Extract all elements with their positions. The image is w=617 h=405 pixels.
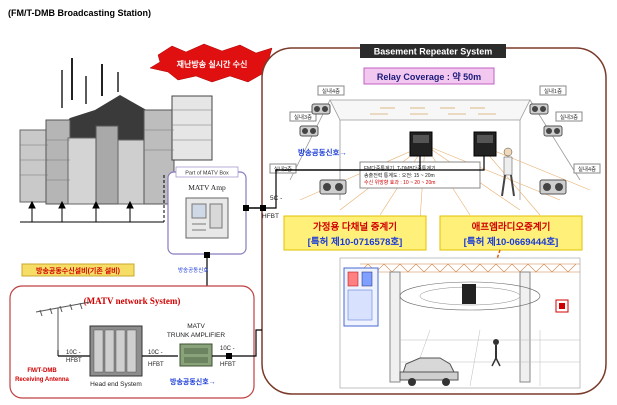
svg-text:방송공동신호: 방송공동신호 bbox=[178, 266, 208, 274]
signal-output-label: 방송공동신호→ bbox=[170, 377, 216, 386]
matv-box-title: Part of MATV Box bbox=[185, 171, 229, 177]
existing-facility-label: 방송공동수신설비(기존 설비) bbox=[36, 266, 120, 275]
link-network-basement bbox=[246, 329, 262, 357]
svg-text:실내4층: 실내4층 bbox=[578, 165, 596, 173]
svg-text:가정용 다채널 중계기: 가정용 다채널 중계기 bbox=[313, 221, 397, 233]
zone-labels: 실내4층 실내3층 실내2층 실내1층 실내3층 실내4층 bbox=[269, 85, 601, 174]
link-5c-hfbt: 5C - HFBT bbox=[243, 156, 485, 220]
svg-text:실내4층: 실내4층 bbox=[322, 87, 340, 95]
basement-title: Basement Repeater System bbox=[374, 47, 493, 57]
cable-b-label-1: 10C - bbox=[148, 350, 163, 356]
antenna-label-1: FM/T-DMB bbox=[27, 368, 57, 374]
svg-text:애프엠라디오중계기: 애프엠라디오중계기 bbox=[472, 221, 551, 233]
repeater-units bbox=[409, 131, 497, 157]
svg-text:[특허 제10-0716578호]: [특허 제10-0716578호] bbox=[308, 236, 403, 248]
headend-rack bbox=[89, 325, 143, 377]
svg-text:재난방송 실시간 수신: 재난방송 실시간 수신 bbox=[177, 59, 248, 69]
svg-text:HFBT: HFBT bbox=[262, 213, 279, 220]
radio-icons bbox=[299, 103, 567, 195]
matv-amp-label: MATV Amp bbox=[188, 183, 226, 192]
trunk-amp-title-1: MATV bbox=[187, 323, 205, 330]
city-skyline bbox=[19, 58, 213, 223]
walking-person-icon bbox=[491, 339, 501, 367]
matv-amp-device bbox=[185, 197, 229, 239]
svg-text:FM다중통계기, T-DMB다중통계기: FM다중통계기, T-DMB다중통계기 bbox=[364, 165, 436, 172]
product-right: 애프엠라디오중계기 [특허 제10-0669444호] bbox=[439, 215, 583, 251]
cable-a-label-1: 10C - bbox=[66, 350, 81, 356]
svg-text:[특허 제10-0669444호]: [특허 제10-0669444호] bbox=[464, 236, 559, 248]
svg-text:실내2층: 실내2층 bbox=[274, 165, 292, 173]
product-left: 가정용 다채널 중계기 [특허 제10-0716578호] bbox=[283, 215, 427, 251]
svg-text:수신 위방향 효과 : 10 ~ 20 ~ 20m: 수신 위방향 효과 : 10 ~ 20 ~ 20m bbox=[364, 179, 435, 186]
matv-box-title-bar bbox=[175, 166, 239, 178]
svg-text:실내3층: 실내3층 bbox=[560, 113, 578, 121]
relay-coverage-text: Relay Coverage : 약 50m bbox=[377, 71, 481, 82]
car-icon bbox=[399, 357, 459, 386]
cable-c-label-1: 10C - bbox=[220, 346, 235, 352]
relay-coverage-box bbox=[363, 67, 495, 85]
station-title: (FM/T-DMB Broadcasting Station) bbox=[8, 8, 151, 18]
parking-garage bbox=[339, 257, 581, 389]
basement-room bbox=[289, 99, 591, 221]
person-icon bbox=[501, 147, 515, 197]
existing-facility-box bbox=[21, 263, 135, 277]
realtime-receive-callout: 재난방송 실시간 수신 bbox=[149, 43, 279, 83]
svg-text:송출전력 통계도 : 오전: 15 ~ 20m: 송출전력 통계도 : 오전: 15 ~ 20m bbox=[364, 172, 435, 179]
headend-label: Head end System bbox=[90, 381, 142, 388]
signal-label-top: 방송공동신호→ bbox=[298, 147, 347, 157]
trunk-amp-device bbox=[179, 343, 213, 367]
svg-text:실내3층: 실내3층 bbox=[294, 113, 312, 121]
cable-b-label-2: HFBT bbox=[148, 362, 164, 368]
antenna-icon bbox=[35, 301, 91, 350]
svg-text:5C -: 5C - bbox=[270, 195, 282, 202]
antenna-label-2: Receiving Antenna bbox=[15, 377, 69, 383]
cable-a-label-2: HFBT bbox=[66, 358, 82, 364]
trunk-amp-title-2: TRUNK AMPLIFIER bbox=[167, 332, 225, 339]
basement-title-bar bbox=[360, 44, 506, 58]
matv-network-title: (MATV network System) bbox=[84, 296, 181, 306]
cable-c-label-2: HFBT bbox=[220, 362, 236, 368]
svg-text:실내1층: 실내1층 bbox=[544, 87, 562, 95]
